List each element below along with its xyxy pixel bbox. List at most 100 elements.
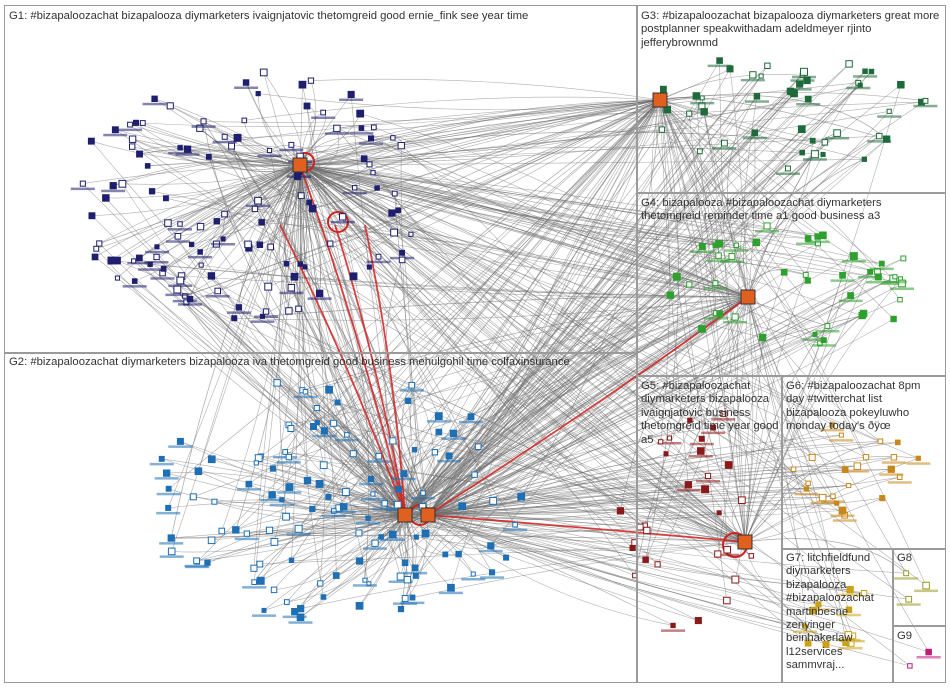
- node-label-mark: [830, 279, 855, 282]
- node-label-mark: [480, 576, 505, 579]
- graph-node: [697, 447, 705, 455]
- edge: [659, 99, 901, 300]
- graph-node: [842, 638, 850, 646]
- graph-node: [284, 599, 290, 605]
- graph-node: [355, 529, 363, 537]
- graph-node: [658, 126, 666, 133]
- edge: [404, 63, 850, 516]
- hub-node: [740, 289, 756, 305]
- node-label-mark: [331, 510, 356, 514]
- edge: [184, 295, 406, 516]
- edge: [299, 164, 849, 486]
- edge: [299, 164, 911, 667]
- graph-node: [388, 209, 396, 217]
- edge: [659, 99, 728, 550]
- edge: [299, 164, 806, 627]
- edge: [427, 258, 904, 516]
- edge: [203, 99, 661, 123]
- edge: [404, 151, 701, 516]
- edge: [299, 164, 633, 549]
- edge: [427, 60, 720, 516]
- edge: [701, 97, 746, 543]
- node-label-mark: [191, 125, 216, 128]
- graph-node: [270, 538, 279, 546]
- edge: [299, 164, 647, 531]
- node-label-mark: [459, 420, 483, 424]
- edge: [659, 99, 878, 272]
- node-label-mark: [273, 455, 298, 459]
- graph-node: [320, 594, 327, 600]
- node-label-mark: [242, 586, 267, 589]
- graph-node: [838, 432, 844, 438]
- graph-node: [268, 491, 276, 499]
- node-label-mark: [775, 172, 800, 175]
- edge: [659, 99, 929, 653]
- node-label-mark: [149, 462, 174, 466]
- edge: [370, 138, 749, 298]
- edge: [299, 98, 665, 166]
- edge: [404, 316, 736, 516]
- graph-node: [327, 240, 334, 247]
- node-label-mark: [805, 240, 830, 244]
- graph-node: [151, 95, 158, 102]
- graph-node: [810, 150, 819, 159]
- node-label-mark: [657, 442, 682, 445]
- edge: [404, 514, 699, 621]
- graph-node: [642, 556, 649, 563]
- graph-node: [489, 569, 496, 576]
- edge: [244, 96, 661, 121]
- graph-node: [189, 241, 195, 248]
- graph-node: [264, 282, 273, 291]
- node-label-mark: [236, 488, 261, 491]
- node-label-mark: [879, 473, 904, 476]
- node-label-mark: [380, 538, 405, 541]
- graph-node: [232, 526, 240, 534]
- node-label-mark: [360, 498, 385, 501]
- edge: [659, 99, 716, 284]
- node-label-mark: [802, 158, 827, 161]
- edge: [404, 427, 714, 516]
- graph-node: [442, 551, 449, 558]
- edge: [299, 82, 859, 166]
- edge: [744, 541, 814, 611]
- node-label-mark: [311, 116, 336, 119]
- node-label-mark: [866, 281, 891, 284]
- edge: [256, 296, 749, 464]
- graph-node: [408, 381, 416, 389]
- edge: [744, 271, 871, 543]
- graph-node: [841, 466, 849, 473]
- edge: [427, 283, 903, 516]
- node-label-mark: [356, 522, 380, 525]
- graph-node: [699, 95, 705, 101]
- node-label-mark: [391, 477, 416, 481]
- edge: [404, 415, 440, 516]
- edge: [744, 313, 864, 543]
- graph-node: [698, 435, 705, 442]
- graph-node: [853, 462, 862, 470]
- edge: [299, 109, 668, 166]
- edge: [299, 164, 851, 590]
- graph-node: [167, 534, 175, 542]
- graph-node: [325, 385, 334, 394]
- edge: [259, 99, 661, 246]
- graph-node: [197, 249, 203, 255]
- node-label-mark: [276, 461, 301, 464]
- node-label-mark: [796, 242, 821, 245]
- edge: [404, 469, 892, 516]
- graph-node: [370, 491, 376, 497]
- graph-node: [696, 148, 703, 155]
- graph-node: [163, 195, 169, 202]
- graph-node: [250, 564, 258, 572]
- graph-node: [804, 95, 812, 103]
- node-label-mark: [916, 656, 941, 659]
- edge: [285, 514, 406, 529]
- edge: [427, 442, 898, 516]
- edge: [404, 276, 896, 516]
- graph-node: [720, 411, 727, 418]
- node-label-mark: [703, 287, 728, 290]
- edge: [105, 164, 301, 199]
- group-panel-g7: [782, 549, 893, 683]
- graph-node: [355, 557, 364, 565]
- node-label-mark: [144, 261, 169, 264]
- graph-node: [315, 289, 324, 298]
